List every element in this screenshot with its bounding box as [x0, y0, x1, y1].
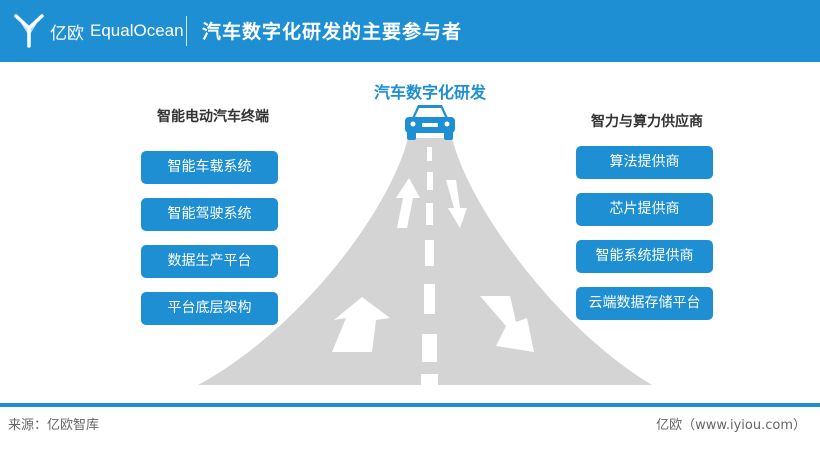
source-text: 来源：亿欧智库 [8, 418, 100, 433]
arrow-up-icon [396, 178, 420, 228]
left-item: 智能车载系统 [141, 151, 278, 184]
right-item: 芯片提供商 [576, 193, 713, 226]
header-divider [186, 16, 187, 46]
right-column-title: 智力与算力供应商 [591, 114, 703, 130]
footer-divider [0, 403, 820, 407]
arrow-down-icon [446, 180, 467, 228]
center-title: 汽车数字化研发 [373, 83, 486, 102]
left-item: 智能驾驶系统 [141, 198, 278, 231]
brand-link-text: 亿欧（www.iyiou.com） [656, 418, 806, 433]
logo-mark-icon [14, 14, 44, 48]
left-item: 平台底层架构 [141, 292, 278, 325]
logo-cn-text: 亿欧 [50, 23, 84, 44]
header-bar: 亿欧 EqualOcean 汽车数字化研发的主要参与者 [0, 0, 820, 62]
left-item: 数据生产平台 [141, 245, 278, 278]
road-center-dashes [421, 147, 438, 385]
right-item: 云端数据存储平台 [576, 287, 713, 320]
arrow-up-icon [332, 297, 390, 352]
page-title: 汽车数字化研发的主要参与者 [202, 21, 463, 43]
logo-en-text: EqualOcean [90, 21, 184, 40]
car-icon [405, 105, 455, 140]
logo: 亿欧 EqualOcean [14, 13, 184, 49]
right-item: 算法提供商 [576, 146, 713, 179]
left-column-title: 智能电动汽车终端 [157, 109, 269, 125]
right-item: 智能系统提供商 [576, 240, 713, 273]
arrow-down-icon [480, 296, 534, 352]
